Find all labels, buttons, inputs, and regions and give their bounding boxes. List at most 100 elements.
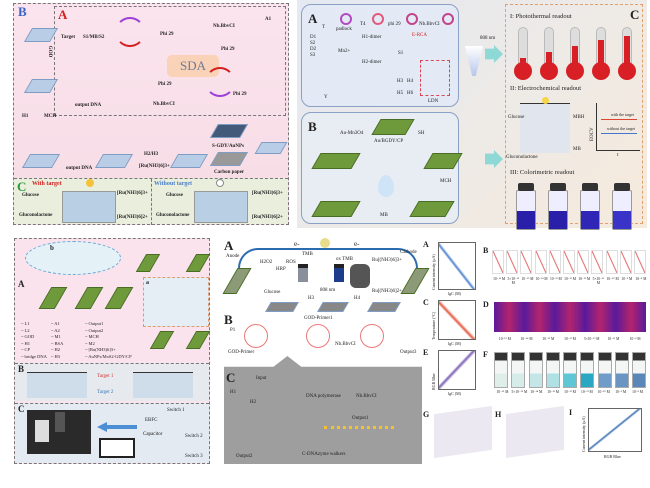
concentration-label: 10⁻¹² M <box>564 277 576 281</box>
electrode <box>185 331 211 349</box>
concentration-label: 5×10⁻¹¹ M <box>592 277 605 286</box>
electrode <box>21 154 61 168</box>
legend-item: ~ MCH <box>85 334 99 339</box>
arrow-left <box>97 422 137 432</box>
concentration-label: 10⁻¹⁴ M <box>530 390 543 394</box>
thermometer-icon <box>514 27 532 80</box>
legend-item: ~ A2 <box>51 327 60 333</box>
gluconolactone-label-2: Gluconolactone <box>156 213 190 218</box>
phi29-label: phi 29 <box>388 22 401 27</box>
chart-a-ylabel: Current intensity (μA) <box>431 254 436 290</box>
god-label: GOD <box>47 45 53 58</box>
inset-a: a <box>143 277 209 327</box>
phone-screen <box>99 438 135 458</box>
ru3-label: [Ru(NH3)6]3+ <box>117 191 148 196</box>
with-target-line <box>601 119 637 120</box>
panel-readout-biosensor: A T padlock T4 phi 29 Nb.BbvCI E-RCA H1-… <box>297 0 647 230</box>
label-c: C <box>17 179 27 194</box>
label-a: A <box>18 279 25 289</box>
chart-a-xlabel: lgC (M) <box>448 291 461 296</box>
circle-dna <box>406 13 418 25</box>
vial <box>632 352 646 388</box>
chart-i-label: I <box>569 408 573 417</box>
circle-dna <box>340 13 352 25</box>
output1-label: Output1 <box>352 416 369 421</box>
switch1-label: Switch 1 <box>167 408 185 413</box>
sda-box: A Target S1/MB/S2 Phi 29 Nb.BbvCI Phi 29… <box>54 6 286 116</box>
hrp-label: HRP <box>276 267 286 272</box>
thermal-images <box>494 302 646 332</box>
vial-blue <box>334 264 344 282</box>
concentration-label: 10⁻⁸ M <box>629 337 641 341</box>
concentration-label: 10⁻¹⁴ M <box>520 337 533 341</box>
a1-label: A1 <box>265 17 272 22</box>
h4-label: H4 <box>354 296 361 301</box>
panel-sda-biosensor: B A Target S1/MB/S2 Phi 29 Nb.BbvCI Phi … <box>13 3 289 225</box>
switch2-label: Switch 2 <box>185 434 203 439</box>
h4-label: H4 <box>407 79 414 84</box>
ru3-label-2: [Ru(NH3)6]3+ <box>252 191 283 196</box>
electrode <box>94 154 134 168</box>
vial-clear <box>298 264 308 282</box>
electrode <box>169 154 209 168</box>
label-a: A <box>308 11 318 26</box>
concentration-label: 10⁻¹⁰ M <box>606 277 619 281</box>
input-label: Input <box>256 376 267 381</box>
thermometer-icon <box>592 27 610 80</box>
probes-label: S1/MB/S2 <box>83 35 105 40</box>
sda-badge: SDA <box>167 55 219 77</box>
c-box: C With target Glucose Gluconolactone [Ru… <box>14 178 288 225</box>
mb-label: MB <box>573 147 581 152</box>
chart-e-xlabel: lgC (M) <box>448 391 461 396</box>
polymerase-label: DNA polymerase <box>306 394 341 399</box>
concentration-label: 10⁻⁸ M <box>635 277 647 281</box>
chart-g-label: G <box>423 410 430 419</box>
phi29-label: Phi 29 <box>160 32 174 37</box>
concentration-label: 10⁻¹⁵ M <box>521 277 534 281</box>
legend-item: ~ L1 <box>21 321 30 326</box>
chart-c-xlabel: lgC (M) <box>448 341 461 346</box>
glucose-label-2: Glucose <box>166 193 183 198</box>
concentration-label: 10⁻¹⁶ M <box>493 277 506 281</box>
colorimetric-title: III: Colorimetric readout <box>510 169 575 176</box>
oxtmb-label: ox TMB <box>336 257 353 262</box>
legend-item: ~ A1 <box>51 321 60 326</box>
d1-label: D1 <box>310 35 317 40</box>
legend-item: ~ H1 <box>21 340 31 346</box>
god-primer1-label: GOD-Primer1 <box>304 316 333 321</box>
temperature-curve <box>634 250 646 274</box>
cathode-label: Cathode <box>400 250 417 255</box>
dna-junction <box>205 67 235 97</box>
nick-label: Nb.BbvCI <box>419 22 440 27</box>
ru2-label: [Ru(NH3)6]2+ <box>117 215 148 220</box>
chart-d-label: D <box>483 300 489 309</box>
electrode <box>135 254 161 272</box>
phi29-label-3: Phi 29 <box>158 82 172 87</box>
legend-item: ~ BSA <box>51 340 64 346</box>
mch-label: MCH <box>44 114 57 119</box>
vial <box>563 352 577 388</box>
h3-label: H3 <box>397 79 404 84</box>
device-photo <box>27 410 91 454</box>
box-c: C I: Photothermal readout II: Electroche… <box>505 4 643 230</box>
ros-label: ROS <box>286 260 296 265</box>
label-b-lower: b <box>50 244 54 252</box>
p1-label: P1 <box>230 328 236 333</box>
electrode <box>317 302 349 312</box>
concentration-label: 10⁻¹⁰ M <box>597 390 610 394</box>
electrode <box>311 201 361 217</box>
tmb-label: TMB <box>302 252 313 257</box>
mb-label: MB <box>380 213 388 218</box>
bulb-on-icon <box>86 179 94 187</box>
glucose-label: Glucose <box>22 193 39 198</box>
erca-label: E-RCA <box>412 33 427 38</box>
electron-label-2: e- <box>354 240 360 248</box>
callout-b: b <box>25 241 121 275</box>
arrow-to-c <box>485 45 503 63</box>
y-axis-label: EOCV <box>590 127 595 141</box>
legend-item: ~ H2 <box>51 347 61 352</box>
cell-without-target <box>194 191 248 223</box>
tube-icon <box>465 46 483 76</box>
electrode <box>38 287 68 309</box>
switch3-label: Switch 3 <box>185 454 203 459</box>
